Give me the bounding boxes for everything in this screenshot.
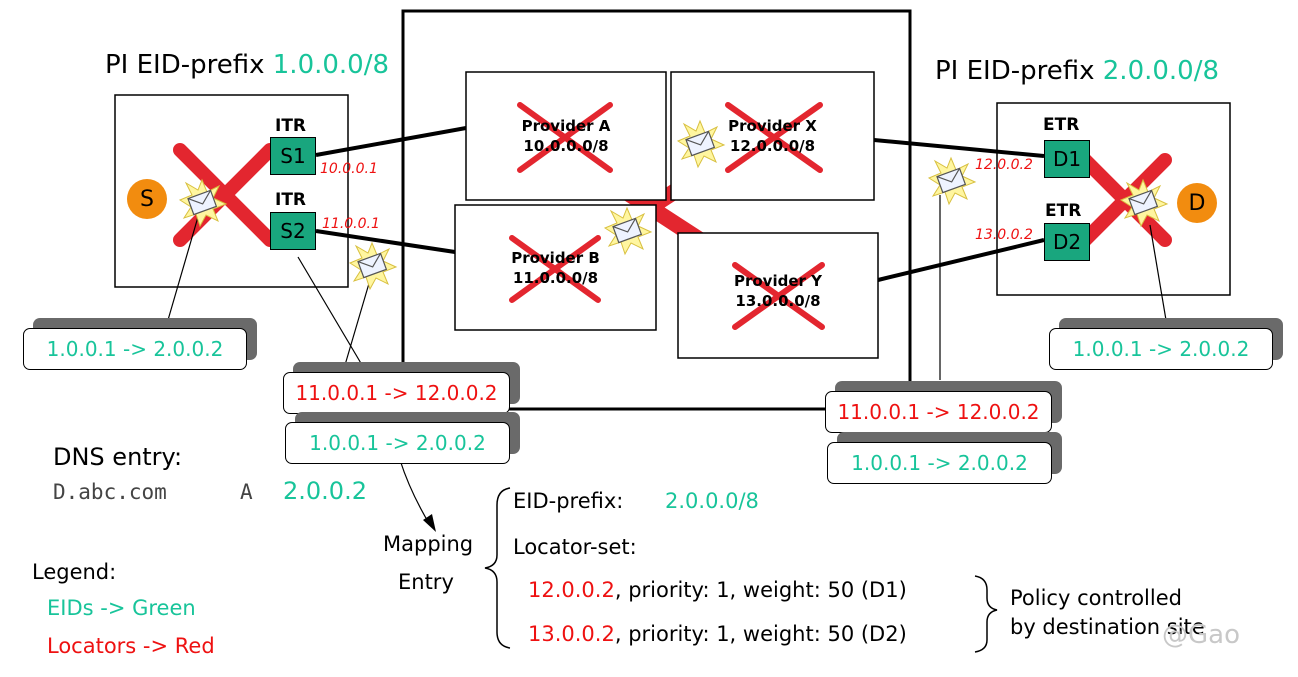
provider-x-prefix: 12.0.0.0/8 bbox=[729, 137, 816, 155]
far-right-inner-header-box: 1.0.0.1 -> 2.0.0.2 bbox=[1049, 328, 1273, 370]
policy-line-1: Policy controlled bbox=[1010, 586, 1182, 610]
etr1-ip: 12.0.0.2 bbox=[975, 157, 1033, 173]
destination-title-prefix: PI EID-prefix bbox=[935, 56, 1095, 86]
etr2-ip: 13.0.0.2 bbox=[975, 227, 1033, 243]
source-host: S bbox=[127, 179, 167, 219]
left-inner-header-box: 1.0.0.1 -> 2.0.0.2 bbox=[23, 328, 247, 370]
etr1-label: ETR bbox=[1043, 115, 1080, 135]
mapping-brace-icon bbox=[484, 487, 511, 649]
source-title-prefix: PI EID-prefix bbox=[105, 50, 265, 80]
policy-brace-icon bbox=[974, 575, 998, 653]
network-links bbox=[315, 126, 1045, 282]
right-inner-header-box: 1.0.0.1 -> 2.0.0.2 bbox=[827, 442, 1052, 484]
router-d2: D2 bbox=[1044, 223, 1090, 261]
provider-x-label: Provider X 12.0.0.0/8 bbox=[671, 116, 874, 156]
mapping-label-line1: Mapping bbox=[383, 532, 474, 556]
provider-b-prefix: 11.0.0.0/8 bbox=[512, 269, 599, 287]
legend-locators: Locators -> Red bbox=[47, 634, 215, 658]
provider-x-name: Provider X bbox=[728, 117, 817, 135]
center-outer-header-box: 11.0.0.1 -> 12.0.0.2 bbox=[283, 372, 510, 414]
provider-a-label: Provider A 10.0.0.0/8 bbox=[466, 116, 666, 156]
eid-prefix-label: EID-prefix: bbox=[513, 489, 624, 513]
etr2-label: ETR bbox=[1045, 201, 1082, 221]
destination-host: D bbox=[1177, 183, 1217, 223]
mapping-arrowhead-icon bbox=[423, 514, 436, 532]
provider-b-name: Provider B bbox=[511, 249, 600, 267]
dns-type: A bbox=[240, 480, 253, 504]
provider-y-label: Provider Y 13.0.0.0/8 bbox=[678, 271, 878, 311]
envelope-icon bbox=[928, 157, 976, 205]
router-d1: D1 bbox=[1044, 140, 1090, 178]
provider-y-name: Provider Y bbox=[733, 272, 822, 290]
dns-address: 2.0.0.2 bbox=[283, 477, 367, 505]
provider-b-cross-icon bbox=[509, 235, 601, 303]
locator-entry-2: 13.0.0.2, priority: 1, weight: 50 (D2) bbox=[528, 622, 907, 646]
source-site-cross-icon bbox=[173, 143, 277, 247]
provider-a-prefix: 10.0.0.0/8 bbox=[523, 137, 609, 155]
envelope-icon bbox=[349, 242, 397, 290]
router-s1: S1 bbox=[270, 137, 316, 175]
locator-1-ip: 12.0.0.2 bbox=[528, 578, 615, 602]
dns-name: D.abc.com bbox=[53, 480, 167, 504]
itr1-ip: 10.0.0.1 bbox=[320, 161, 378, 177]
eid-prefix-value: 2.0.0.0/8 bbox=[665, 489, 759, 513]
destination-eid-prefix: 2.0.0.0/8 bbox=[1102, 56, 1220, 86]
locator-2-attrs: , priority: 1, weight: 50 (D2) bbox=[614, 622, 907, 646]
provider-y-cross-icon bbox=[732, 262, 825, 330]
itr1-label: ITR bbox=[275, 116, 307, 136]
watermark: @Gao bbox=[1162, 620, 1240, 650]
provider-a-name: Provider A bbox=[521, 117, 611, 135]
provider-y-prefix: 13.0.0.0/8 bbox=[735, 292, 821, 310]
locator-2-ip: 13.0.0.2 bbox=[528, 622, 615, 646]
source-eid-prefix: 1.0.0.0/8 bbox=[272, 50, 390, 80]
provider-a-cross-icon bbox=[517, 102, 613, 173]
itr2-ip: 11.0.0.1 bbox=[322, 216, 380, 232]
locator-set-label: Locator-set: bbox=[513, 535, 637, 559]
router-s2: S2 bbox=[270, 212, 316, 250]
mapping-label-line2: Entry bbox=[398, 570, 454, 594]
provider-x-cross-icon bbox=[725, 102, 823, 173]
dns-label: DNS entry: bbox=[53, 443, 183, 471]
legend-title: Legend: bbox=[32, 560, 117, 584]
legend-eids: EIDs -> Green bbox=[47, 596, 196, 620]
locator-1-attrs: , priority: 1, weight: 50 (D1) bbox=[614, 578, 907, 602]
itr2-label: ITR bbox=[275, 190, 307, 210]
right-outer-header-box: 11.0.0.1 -> 12.0.0.2 bbox=[825, 391, 1052, 433]
source-site-title: PI EID-prefix 1.0.0.0/8 bbox=[105, 50, 389, 80]
policy-line-2: by destination site bbox=[1010, 615, 1205, 639]
center-inner-header-box: 1.0.0.1 -> 2.0.0.2 bbox=[285, 422, 510, 464]
destination-site-title: PI EID-prefix 2.0.0.0/8 bbox=[935, 56, 1219, 86]
provider-b-label: Provider B 11.0.0.0/8 bbox=[455, 248, 656, 288]
locator-entry-1: 12.0.0.2, priority: 1, weight: 50 (D1) bbox=[528, 578, 907, 602]
